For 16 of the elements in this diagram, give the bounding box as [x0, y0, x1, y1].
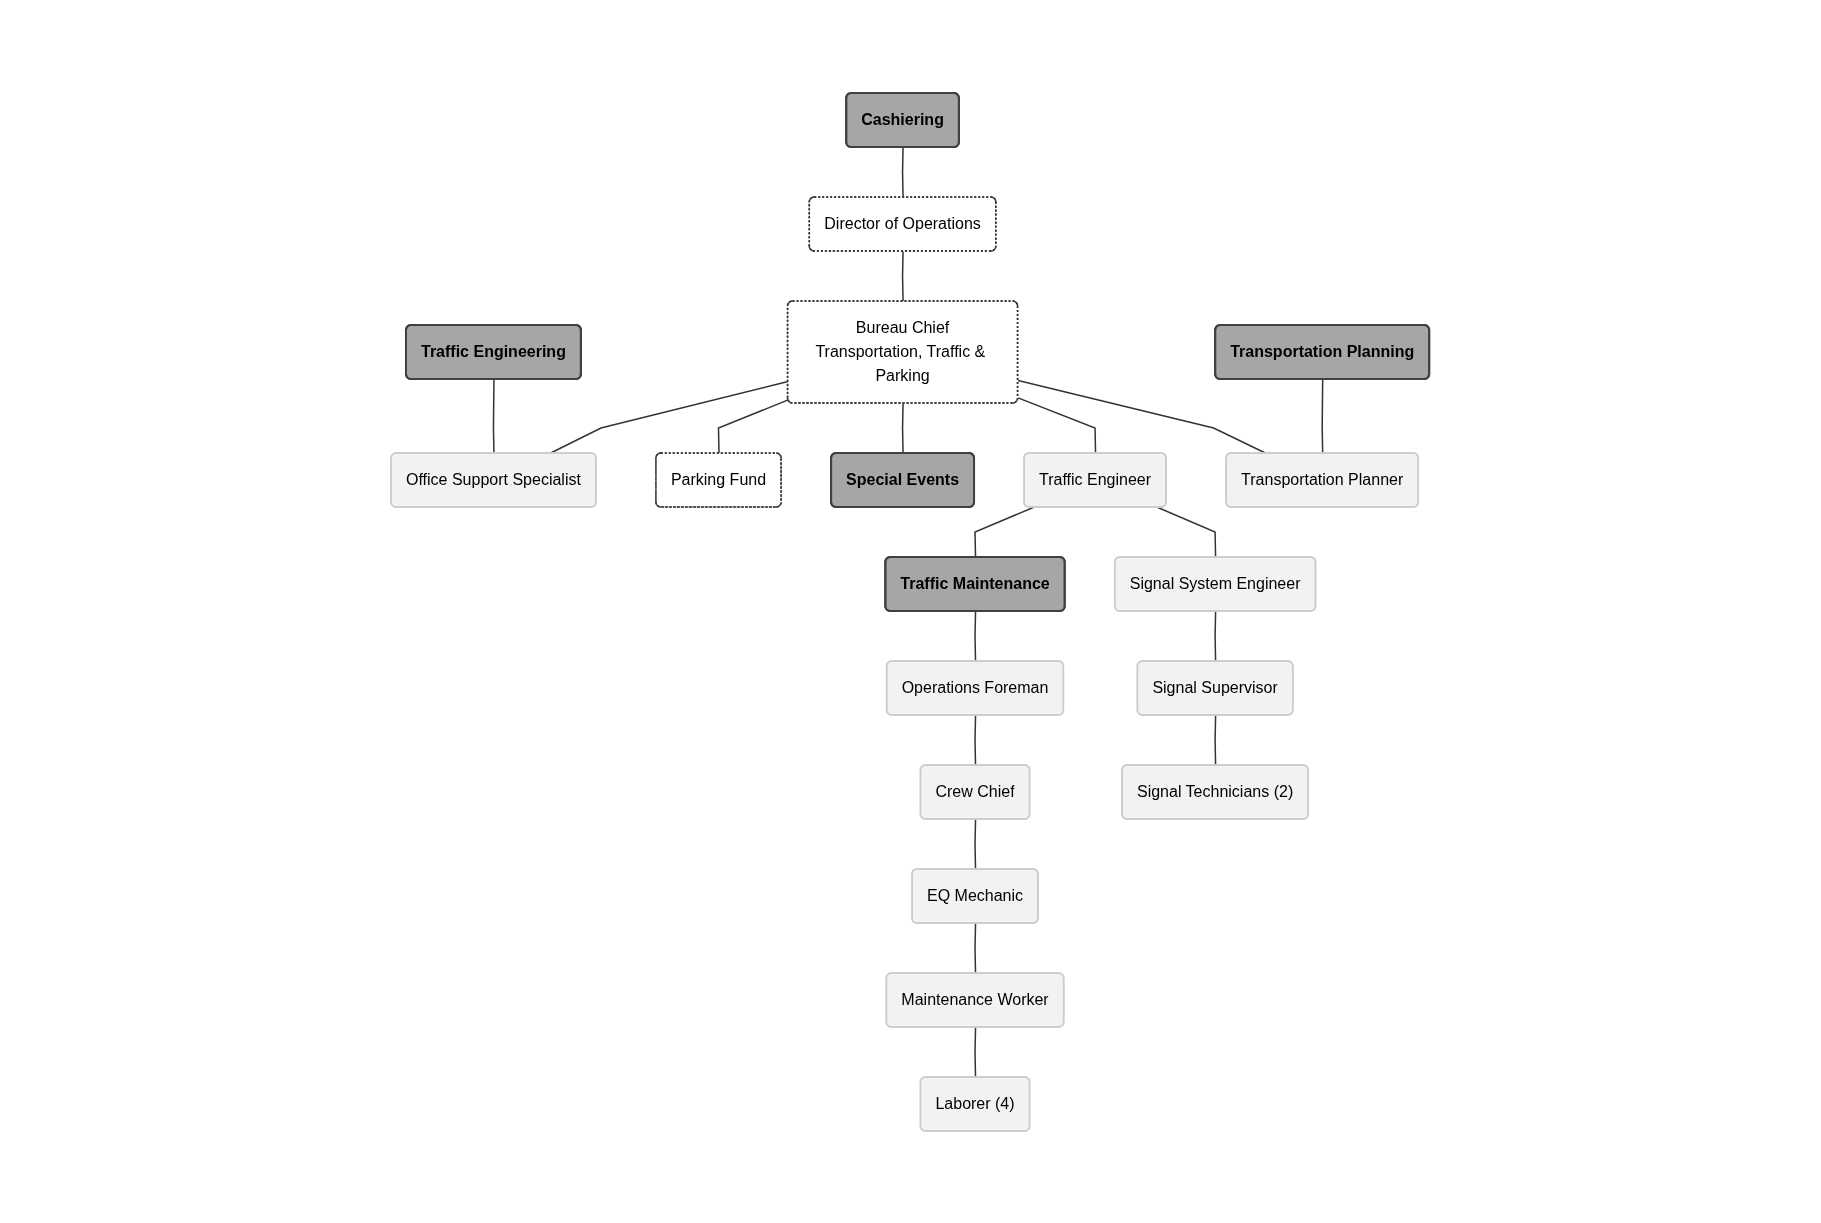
- connector: [974, 506, 1035, 558]
- connector: [1017, 396, 1097, 454]
- connector: [974, 1026, 977, 1078]
- connector: [902, 146, 905, 198]
- connector: [718, 398, 790, 454]
- connector: [902, 402, 905, 454]
- connector: [974, 818, 977, 870]
- connector: [974, 610, 977, 662]
- connector: [1214, 610, 1217, 662]
- connector: [1157, 506, 1217, 558]
- connector: [1321, 378, 1324, 454]
- connector: [1214, 714, 1217, 766]
- connector: [974, 922, 977, 974]
- connector: [493, 378, 496, 454]
- connector: [974, 714, 977, 766]
- connector: [902, 250, 905, 302]
